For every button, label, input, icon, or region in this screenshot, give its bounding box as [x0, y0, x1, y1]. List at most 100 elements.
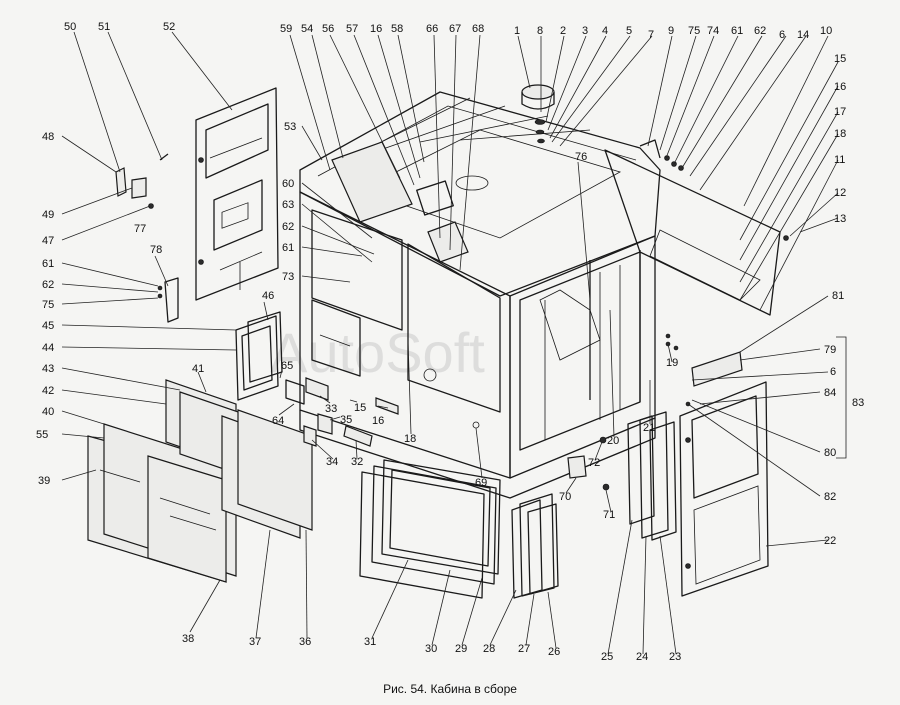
callout-4: 4 [602, 25, 608, 37]
rear-panel [604, 149, 781, 316]
callout-19: 19 [666, 357, 678, 369]
callout-21: 21 [643, 422, 655, 434]
callout-68: 68 [472, 23, 484, 35]
callout-34: 34 [326, 456, 338, 468]
callout-41: 41 [192, 363, 204, 375]
callout-24: 24 [636, 651, 648, 663]
callout-45: 45 [42, 320, 54, 332]
callout-84: 83 [852, 397, 864, 409]
callout-76: 76 [575, 151, 587, 163]
callout-69: 69 [475, 477, 487, 489]
callout-33: 33 [325, 403, 337, 415]
callout-2: 2 [560, 25, 566, 37]
callout-72: 72 [588, 457, 600, 469]
callout-20: 20 [607, 435, 619, 447]
callout-8: 8 [537, 25, 543, 37]
callout-6: 6 [779, 29, 785, 41]
small-window-seals [235, 311, 283, 401]
callout-73: 73 [282, 271, 294, 283]
callout-3: 3 [582, 25, 588, 37]
callout-71: 71 [603, 509, 615, 521]
callout-51: 51 [98, 21, 110, 33]
callout-75: 75 [688, 25, 700, 37]
callout-61-mid: 61 [282, 242, 294, 254]
callout-5: 5 [626, 25, 632, 37]
callout-56: 56 [322, 23, 334, 35]
callout-79: 79 [824, 344, 836, 356]
callout-43: 43 [42, 363, 54, 375]
cab-assembly-drawing: AutoSoft [36, 21, 864, 663]
callout-61: 61 [731, 25, 743, 37]
callout-6-right: 6 [830, 366, 836, 378]
callout-13: 13 [834, 213, 846, 225]
callout-30: 30 [425, 643, 437, 655]
side-window-seals [511, 493, 559, 599]
callout-10: 10 [820, 25, 832, 37]
callout-66: 66 [426, 23, 438, 35]
callout-16: 16 [370, 23, 382, 35]
callout-54: 54 [301, 23, 313, 35]
callout-12: 12 [834, 187, 846, 199]
leader-lines [61, 31, 839, 655]
callout-1: 1 [514, 25, 520, 37]
callout-37: 37 [249, 636, 261, 648]
callout-63: 63 [282, 199, 294, 211]
callout-labels: 50 51 52 59 54 56 57 16 58 66 67 68 1 8 … [36, 21, 864, 663]
callout-15-mid: 15 [354, 402, 366, 414]
callout-40: 40 [42, 406, 54, 418]
callout-11: 11 [834, 154, 845, 166]
cover-70 [567, 455, 587, 479]
callout-57: 57 [346, 23, 358, 35]
callout-60: 60 [282, 178, 294, 190]
callout-80: 80 [824, 447, 836, 459]
plate-81 [691, 351, 743, 387]
callout-62-mid: 62 [282, 221, 294, 233]
callout-28: 28 [483, 643, 495, 655]
callout-82: 82 [824, 491, 836, 503]
callout-78: 78 [150, 244, 162, 256]
left-door [195, 87, 279, 301]
callout-42: 42 [42, 385, 54, 397]
right-door [679, 381, 769, 597]
callout-50: 50 [64, 21, 76, 33]
callout-70: 70 [559, 491, 571, 503]
callout-23: 23 [669, 651, 681, 663]
callout-17: 17 [834, 106, 846, 118]
callout-62: 62 [754, 25, 766, 37]
callout-7: 7 [648, 29, 654, 41]
figure-caption: Рис. 54. Кабина в сборе [383, 682, 517, 696]
callout-27: 27 [518, 643, 530, 655]
watermark: AutoSoft [270, 321, 485, 384]
callout-64: 64 [272, 415, 284, 427]
callout-83: 84 [824, 387, 836, 399]
callout-35: 35 [340, 414, 352, 426]
callout-44: 44 [42, 342, 54, 354]
callout-59: 59 [280, 23, 292, 35]
callout-9: 9 [668, 25, 674, 37]
callout-14: 14 [797, 29, 809, 41]
callout-18: 18 [834, 128, 846, 140]
callout-18-mid: 18 [404, 433, 416, 445]
callout-81: 81 [832, 290, 844, 302]
callout-32: 32 [351, 456, 363, 468]
callout-61-left: 61 [42, 258, 54, 270]
callout-22: 22 [824, 535, 836, 547]
callout-62-left: 62 [42, 279, 54, 291]
front-window-seals [359, 459, 501, 599]
callout-36: 36 [299, 636, 311, 648]
callout-29: 29 [455, 643, 467, 655]
callout-77: 77 [134, 223, 146, 235]
callout-46: 46 [262, 290, 274, 302]
bracket-78 [164, 277, 179, 323]
callout-74: 74 [707, 25, 719, 37]
callout-47: 47 [42, 235, 54, 247]
callout-58: 58 [391, 23, 403, 35]
callout-67: 67 [449, 23, 461, 35]
cab-body [299, 91, 661, 499]
callout-65: 65 [281, 360, 293, 372]
callout-38: 38 [182, 633, 194, 645]
rear-trim-panels [221, 409, 313, 539]
callout-16-right: 16 [834, 81, 846, 93]
callout-48: 48 [42, 131, 54, 143]
